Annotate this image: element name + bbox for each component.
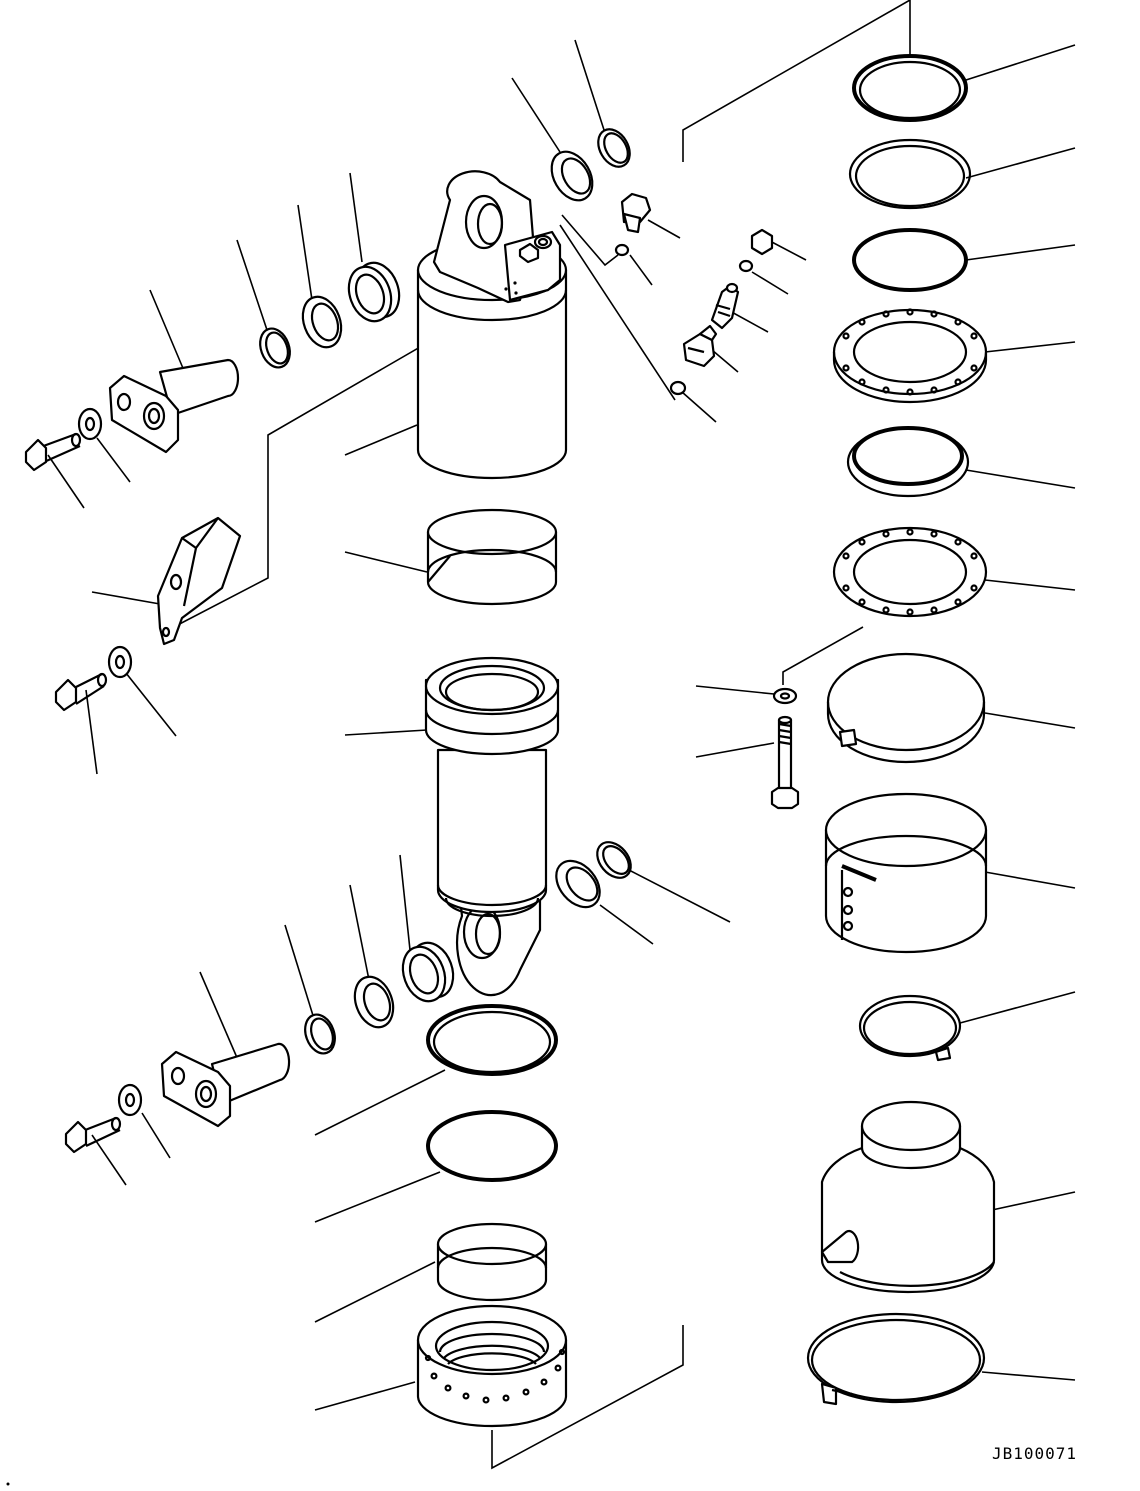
bolt-bottom <box>64 1116 122 1154</box>
grease-nipple <box>710 282 740 330</box>
bolt-top <box>24 432 82 472</box>
gland-nut <box>416 1304 568 1428</box>
dust-boot <box>820 1100 996 1294</box>
pin-bottom <box>160 1042 291 1128</box>
right-ring-3 <box>852 228 968 292</box>
pin-top <box>108 358 240 454</box>
boot-cover <box>824 792 988 954</box>
leader-lines <box>47 0 1076 1470</box>
flange-washer <box>772 687 798 705</box>
hex-plug <box>750 228 774 256</box>
o-ring-large <box>426 1004 558 1076</box>
plug-fitting <box>620 192 652 234</box>
snap-ring-top <box>259 327 291 369</box>
seal-top <box>301 295 343 349</box>
backup-ring <box>426 1110 558 1182</box>
hose-clamp-3 <box>806 1312 986 1406</box>
bushing-bottom <box>401 941 455 1003</box>
wear-band <box>426 508 558 606</box>
small-o-ring-1 <box>614 243 630 257</box>
washer-bracket <box>107 645 133 679</box>
bushing-top <box>347 261 401 323</box>
long-bolt <box>770 715 800 810</box>
drawing-code-label: JB100071 <box>992 1444 1078 1463</box>
relief-valve <box>682 324 718 368</box>
bottom-pin-assembly <box>64 941 455 1154</box>
hose-clamp-1 <box>826 652 986 764</box>
piston-rod <box>424 656 560 997</box>
corner-mark <box>6 1482 10 1486</box>
small-o-ring-3 <box>669 380 687 396</box>
small-o-ring-2 <box>738 259 754 273</box>
right-o-ring-1 <box>852 54 968 122</box>
right-ring-2 <box>848 138 972 210</box>
fitting-seal-large <box>550 150 594 202</box>
washer-top <box>77 407 103 441</box>
right-ring-4 <box>846 426 970 498</box>
rod-seal <box>555 859 601 909</box>
top-pin-assembly <box>24 261 401 472</box>
bracket <box>156 516 242 646</box>
cylinder-tube <box>416 170 568 480</box>
fitting-seal-ring <box>597 128 631 168</box>
rod-snap-ring <box>596 841 632 879</box>
hose-clamp-2 <box>858 994 962 1062</box>
right-flange-2 <box>832 526 988 618</box>
bolt-bracket <box>54 672 108 712</box>
seal-bottom <box>353 975 395 1029</box>
snap-ring-bottom <box>304 1013 336 1055</box>
bushing-sleeve <box>436 1222 548 1302</box>
right-flange-1 <box>832 308 988 404</box>
washer-bottom <box>117 1083 143 1117</box>
